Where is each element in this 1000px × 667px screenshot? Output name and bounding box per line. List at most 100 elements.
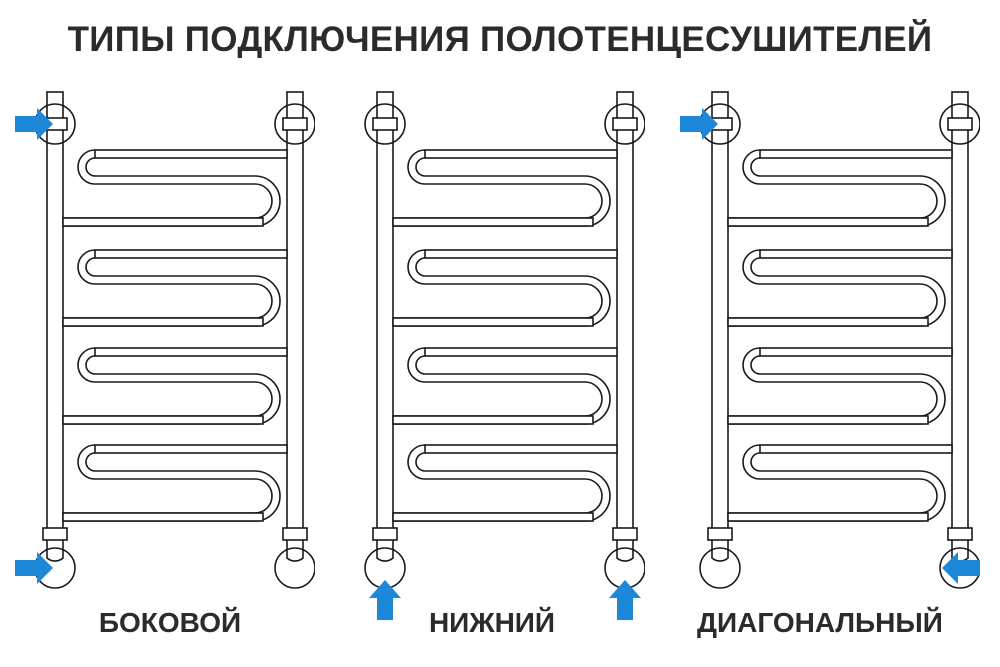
rail-group (699, 91, 981, 589)
tube-inner (728, 157, 946, 227)
tube-inner (728, 452, 946, 522)
serpentine-section (392, 149, 618, 227)
serpentine-section (727, 444, 953, 522)
left-riser (711, 91, 729, 537)
tube-outer (393, 249, 603, 319)
upper-bar (424, 347, 618, 357)
lower-bar (392, 317, 594, 327)
panel-bottom-connection (345, 80, 646, 630)
bottom-left-nut (42, 527, 68, 541)
upper-bar (424, 249, 618, 259)
flow-arrow-icon (609, 580, 641, 620)
bottom-right-nut (947, 527, 973, 541)
tube-outer (393, 347, 603, 417)
tube-inner (393, 257, 611, 327)
towel-rail-diagram (364, 91, 646, 620)
tube-inner (728, 257, 946, 327)
panel-side-connection (15, 80, 316, 630)
serpentine-section (392, 249, 618, 327)
flow-arrow-icon (15, 552, 53, 584)
upper-bar (94, 249, 288, 259)
caption-diagonal: ДИАГОНАЛЬНЫЙ (697, 607, 943, 638)
top-right-nut (282, 117, 308, 131)
tube-outer (728, 149, 938, 219)
tube-inner (728, 355, 946, 425)
lower-bar (62, 317, 264, 327)
bottom-left-elbow (711, 540, 729, 562)
top-left-flange (364, 103, 406, 145)
page-title: ТИПЫ ПОДКЛЮЧЕНИЯ ПОЛОТЕНЦЕСУШИТЕЛЕЙ (67, 20, 933, 59)
bottom-left-elbow (376, 540, 394, 562)
top-left-nut (372, 117, 398, 131)
right-riser (286, 91, 304, 537)
tube-outer (728, 249, 938, 319)
tube-inner (63, 355, 281, 425)
tube-inner (63, 257, 281, 327)
upper-bar (424, 149, 618, 159)
tube-inner (393, 157, 611, 227)
top-right-nut (612, 117, 638, 131)
caption-side: БОКОВОЙ (98, 607, 242, 638)
serpentine-section (727, 249, 953, 327)
upper-bar (759, 249, 953, 259)
lower-bar (727, 317, 929, 327)
rail-group (364, 91, 646, 589)
towel-rail-diagram (680, 91, 981, 589)
right-riser (616, 91, 634, 537)
bottom-right-nut (612, 527, 638, 541)
serpentine-section (62, 249, 288, 327)
top-right-nut (947, 117, 973, 131)
upper-bar (759, 149, 953, 159)
tube-outer (393, 149, 603, 219)
tube-outer (63, 444, 273, 514)
bottom-right-flange (274, 547, 316, 589)
tube-inner (393, 452, 611, 522)
tube-outer (393, 444, 603, 514)
serpentine-section (62, 444, 288, 522)
serpentine-section (392, 347, 618, 425)
flow-arrow-icon (942, 552, 980, 584)
lower-bar (392, 415, 594, 425)
lower-bar (62, 217, 264, 227)
upper-bar (94, 149, 288, 159)
tube-inner (63, 452, 281, 522)
serpentine-section (62, 149, 288, 227)
lower-bar (727, 217, 929, 227)
tube-inner (393, 355, 611, 425)
caption-bottom: НИЖНИЙ (428, 607, 556, 638)
tube-outer (63, 249, 273, 319)
bottom-left-nut (372, 527, 398, 541)
lower-bar (392, 512, 594, 522)
upper-bar (759, 444, 953, 454)
tube-outer (63, 149, 273, 219)
tube-outer (728, 347, 938, 417)
lower-bar (392, 217, 594, 227)
serpentine-section (727, 347, 953, 425)
tube-outer (63, 347, 273, 417)
upper-bar (424, 444, 618, 454)
flow-arrow-icon (15, 108, 53, 140)
lower-bar (727, 415, 929, 425)
bottom-right-elbow (616, 540, 634, 562)
upper-bar (94, 444, 288, 454)
flow-arrow-icon (369, 580, 401, 620)
bottom-right-elbow (286, 540, 304, 562)
tube-outer (728, 444, 938, 514)
bottom-left-flange (699, 547, 741, 589)
lower-bar (62, 512, 264, 522)
lower-bar (727, 512, 929, 522)
panel-diagonal-connection (680, 80, 981, 630)
towel-rail-diagram (15, 91, 316, 589)
bottom-left-nut (707, 527, 733, 541)
serpentine-section (392, 444, 618, 522)
right-riser (951, 91, 969, 537)
bottom-right-nut (282, 527, 308, 541)
serpentine-section (727, 149, 953, 227)
bottom-left-elbow (46, 540, 64, 562)
upper-bar (759, 347, 953, 357)
rail-group (34, 91, 316, 589)
tube-inner (63, 157, 281, 227)
left-riser (46, 91, 64, 537)
left-riser (376, 91, 394, 537)
lower-bar (62, 415, 264, 425)
